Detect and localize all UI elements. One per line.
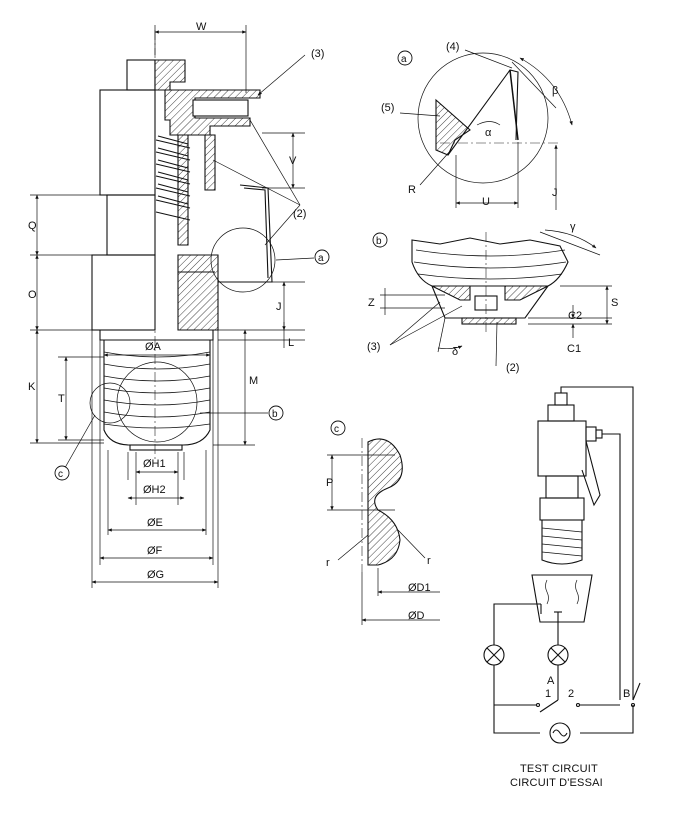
detail-ref-c: c xyxy=(58,469,63,480)
detail-c-D: ØD xyxy=(408,610,425,622)
dim-diameter-A: ØA xyxy=(145,341,162,353)
detail-b-Z: Z xyxy=(368,297,375,309)
detail-a-tag-marker xyxy=(397,50,413,66)
dim-diameter-G: ØG xyxy=(147,569,164,581)
test-circuit-title-en: TEST CIRCUIT xyxy=(520,763,598,775)
detail-c-tag-marker xyxy=(330,420,346,436)
detail-ref-c-marker xyxy=(54,465,70,481)
detail-b: b γ Z S C2 C1 (3) δ (2) xyxy=(367,221,618,374)
detail-b-S: S xyxy=(611,297,618,309)
callout-3: (3) xyxy=(311,48,324,60)
detail-b-C2: C2 xyxy=(568,310,582,322)
detail-a-beta: β xyxy=(552,85,558,97)
detail-a-U: U xyxy=(482,196,490,208)
detail-a-tag: a xyxy=(401,54,407,65)
main-elevation-view: W Q O K T M J L V ØA ØH1 ØH2 ØE ØF ØG (3… xyxy=(28,21,330,588)
dim-T: T xyxy=(58,393,65,405)
switch-position-1: 1 xyxy=(545,688,551,700)
detail-a-callout-4: (4) xyxy=(446,41,459,53)
dim-V: V xyxy=(289,155,297,167)
detail-b-callout-3: (3) xyxy=(367,341,380,353)
detail-ref-b-marker xyxy=(268,405,284,421)
detail-c-r-right: r xyxy=(427,555,431,567)
dim-diameter-H2: ØH2 xyxy=(143,484,166,496)
detail-a-alpha: α xyxy=(485,127,492,139)
detail-b-gamma: γ xyxy=(570,221,576,233)
dim-M: M xyxy=(249,375,258,387)
detail-ref-a: a xyxy=(318,253,324,264)
detail-c-r-left: r xyxy=(326,557,330,569)
detail-a: a α β (4) (5) R U J xyxy=(381,41,573,210)
switch-label-A: A xyxy=(547,675,555,687)
dim-diameter-H1: ØH1 xyxy=(143,458,166,470)
dim-W: W xyxy=(196,21,207,33)
dim-J: J xyxy=(276,301,282,313)
detail-c-P: P xyxy=(326,477,333,489)
detail-c-D1: ØD1 xyxy=(408,582,431,594)
dim-Q: Q xyxy=(28,220,37,232)
detail-b-callout-2: (2) xyxy=(506,362,519,374)
detail-b-tag-marker xyxy=(372,232,388,248)
ac-source xyxy=(549,722,571,744)
detail-ref-a-marker xyxy=(314,249,330,265)
spring xyxy=(155,135,191,221)
dim-diameter-F: ØF xyxy=(147,545,163,557)
detail-b-C1: C1 xyxy=(567,343,581,355)
dim-O: O xyxy=(28,289,37,301)
dim-K: K xyxy=(28,381,36,393)
detail-c-tag: c xyxy=(334,424,339,435)
test-circuit: A 1 2 B TEST CIRCUIT CIRCUIT D'ESSAI xyxy=(483,386,641,789)
detail-b-tag: b xyxy=(376,236,382,247)
dim-L: L xyxy=(288,337,294,349)
detail-a-callout-5: (5) xyxy=(381,102,394,114)
dim-diameter-E: ØE xyxy=(147,517,163,529)
detail-b-delta: δ xyxy=(452,346,458,358)
test-circuit-title-fr: CIRCUIT D'ESSAI xyxy=(510,777,603,789)
detail-a-J: J xyxy=(552,187,558,199)
switch-label-B: B xyxy=(623,688,630,700)
switch-position-2: 2 xyxy=(568,688,574,700)
detail-ref-b: b xyxy=(272,409,278,420)
detail-a-R: R xyxy=(408,184,416,196)
thread-body xyxy=(103,340,211,451)
callout-2: (2) xyxy=(293,208,306,220)
detail-c: c P r r ØD1 ØD xyxy=(326,420,440,625)
